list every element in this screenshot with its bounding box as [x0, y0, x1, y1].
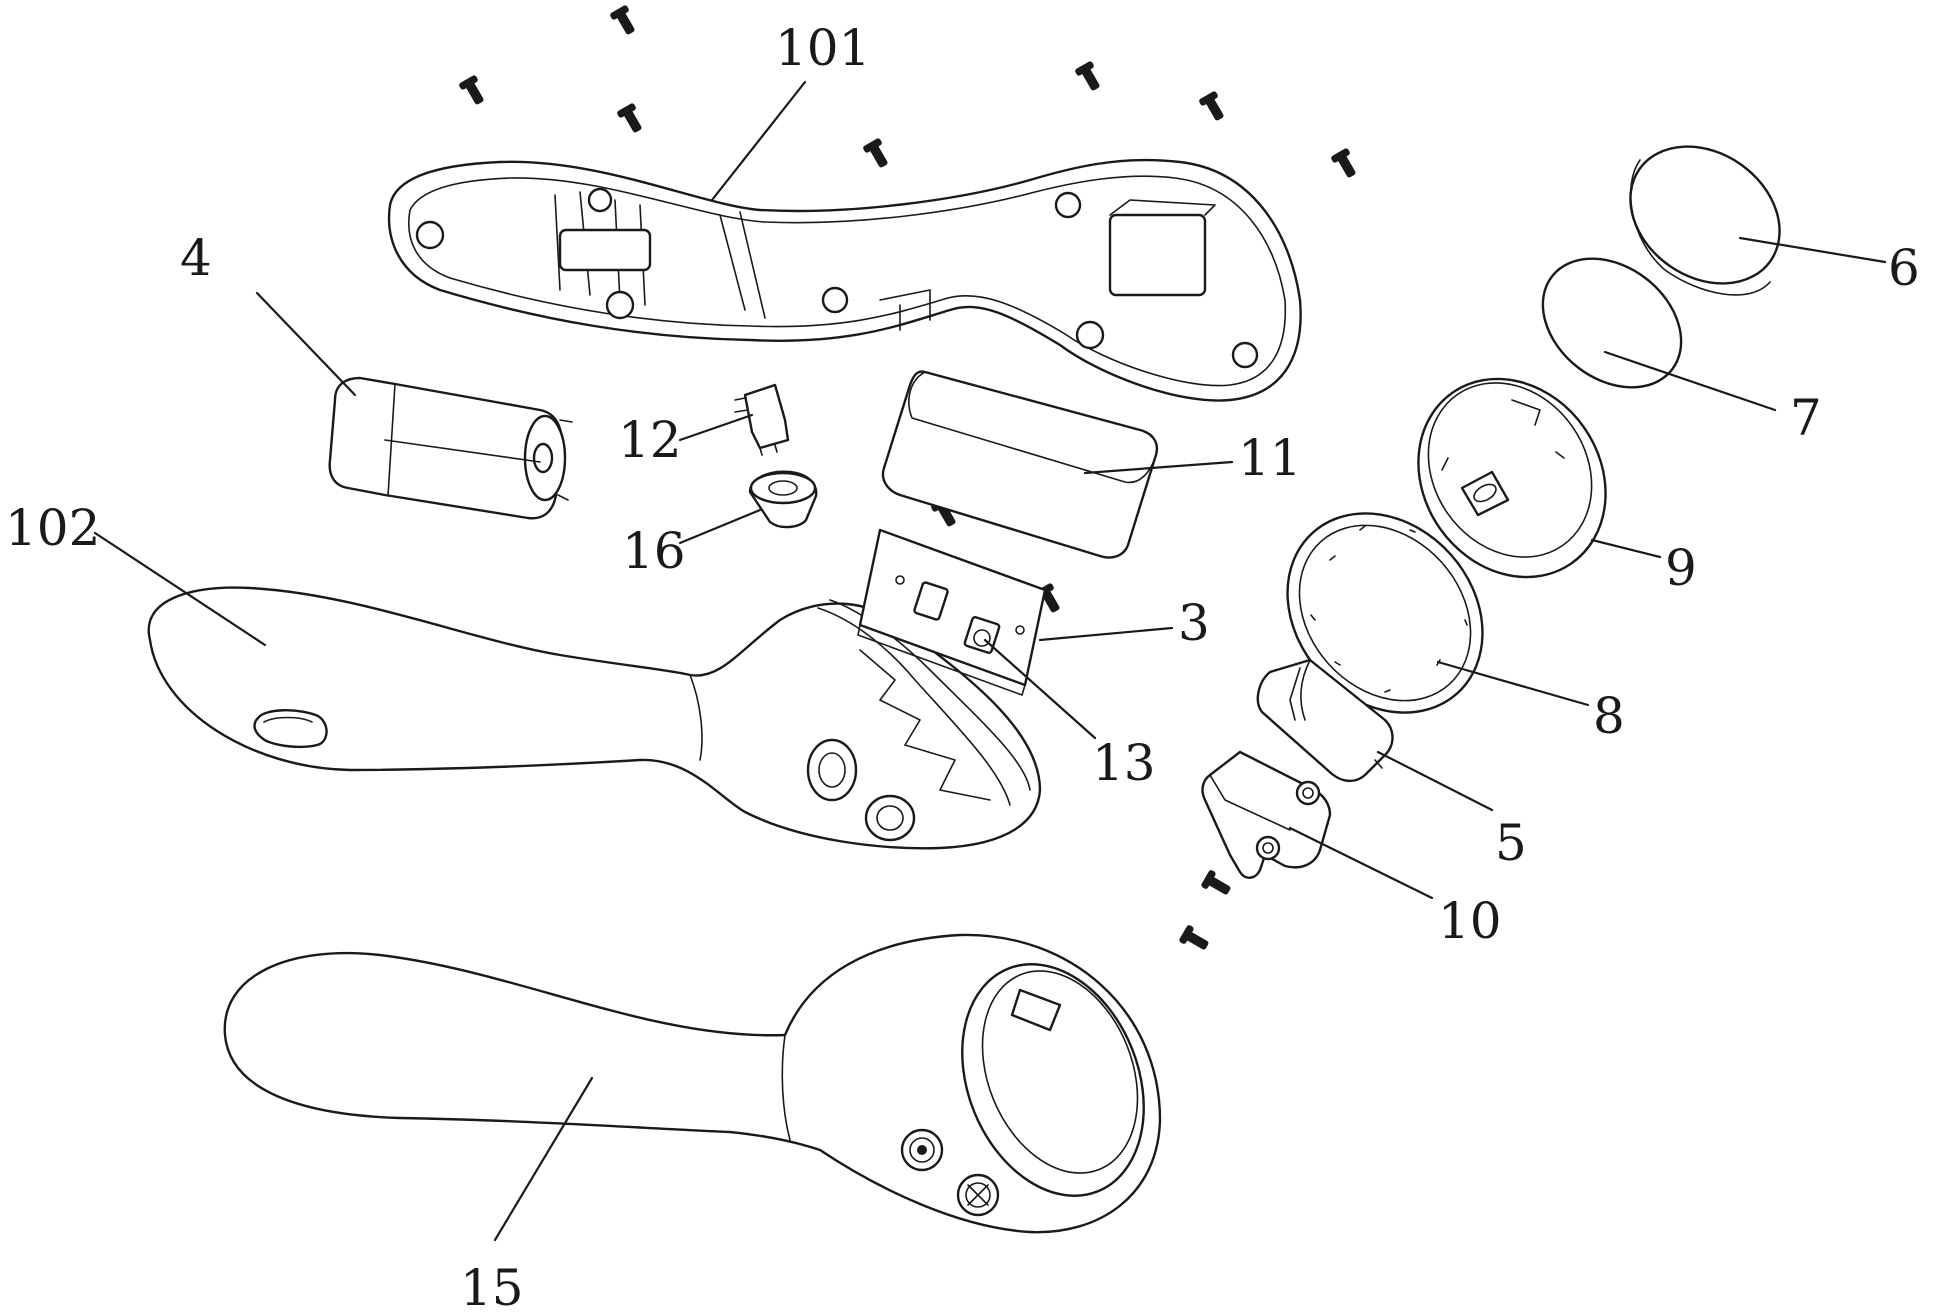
leader-12 [680, 415, 752, 440]
callout-4: 4 [180, 229, 212, 287]
leader-3 [1040, 628, 1172, 640]
callout-12: 12 [618, 411, 682, 469]
screw [1075, 61, 1104, 93]
callout-8: 8 [1593, 687, 1625, 745]
callout-16: 16 [622, 522, 686, 580]
callout-9: 9 [1665, 539, 1697, 597]
grommet [750, 472, 816, 527]
screw [1199, 91, 1228, 123]
leader-5 [1378, 752, 1492, 810]
callout-3: 3 [1178, 594, 1210, 652]
leader-4 [257, 293, 355, 395]
leader-16 [680, 510, 760, 543]
screw [617, 103, 646, 135]
leader-101 [712, 82, 805, 200]
callout-5: 5 [1495, 814, 1527, 872]
screw [863, 138, 892, 170]
inner-housing-half [389, 160, 1301, 401]
screw [1331, 148, 1360, 180]
screw [1201, 870, 1233, 899]
switch [735, 385, 788, 455]
leader-9 [1592, 540, 1660, 557]
callout-7: 7 [1790, 389, 1822, 447]
callout-15: 15 [460, 1259, 524, 1312]
callout-101: 101 [775, 19, 870, 77]
silicone-sleeve [225, 935, 1177, 1232]
callout-10: 10 [1438, 892, 1502, 950]
callout-102: 102 [5, 499, 100, 557]
screw [1179, 925, 1211, 954]
callout-13: 13 [1092, 734, 1156, 792]
motor-bracket [1203, 752, 1330, 878]
motor [330, 378, 572, 518]
callout-6: 6 [1888, 239, 1920, 297]
screw [610, 5, 639, 37]
screw [459, 75, 488, 107]
battery [883, 372, 1157, 558]
callout-11: 11 [1238, 429, 1302, 487]
